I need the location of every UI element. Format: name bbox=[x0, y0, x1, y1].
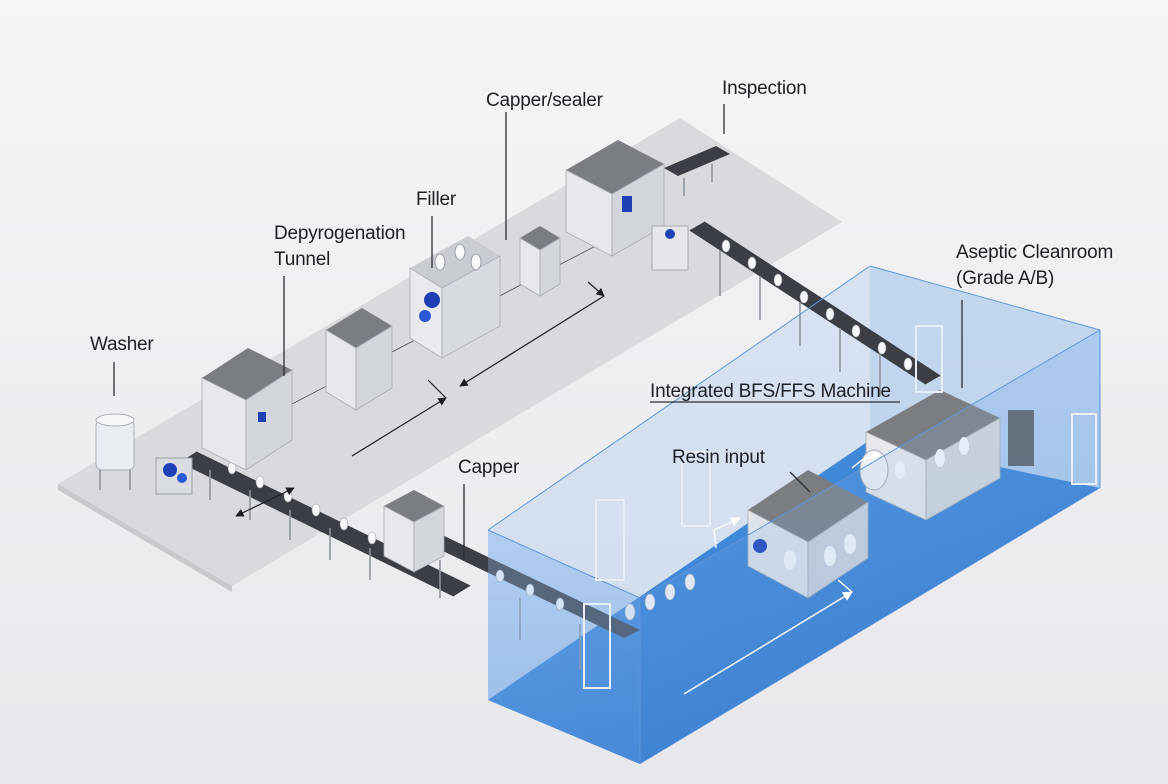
label-inspection: Inspection bbox=[722, 78, 807, 99]
label-capper: Capper bbox=[458, 457, 520, 478]
label-cleanroom-line2: (Grade A/B) bbox=[956, 268, 1054, 289]
capper-sealer-machine bbox=[519, 226, 561, 297]
flow-arrows bbox=[235, 281, 881, 695]
filler-machine bbox=[409, 236, 501, 359]
label-filler: Filler bbox=[416, 189, 457, 210]
inspection-cabinet bbox=[565, 140, 665, 257]
label-depyrogenation-line2: Tunnel bbox=[274, 249, 330, 270]
label-cleanroom-line1: Aseptic Cleanroom bbox=[956, 242, 1113, 263]
label-capper-sealer: Capper/sealer bbox=[486, 90, 604, 111]
leader-lines bbox=[113, 104, 963, 560]
washer-machine bbox=[95, 413, 193, 495]
label-integrated-bfs: Integrated BFS/FFS Machine bbox=[650, 381, 891, 402]
label-washer: Washer bbox=[90, 334, 154, 355]
label-resin-input: Resin input bbox=[672, 447, 766, 468]
intermediate-machine bbox=[325, 308, 393, 411]
capper-machine bbox=[383, 490, 445, 573]
label-depyrogenation-line1: Depyrogenation bbox=[274, 223, 405, 244]
inspection-station bbox=[651, 146, 730, 271]
cleanroom-front-walls bbox=[487, 265, 1101, 764]
depyrogenation-tunnel-machine bbox=[201, 348, 293, 471]
callout-labels: Washer Depyrogenation Tunnel Filler Capp… bbox=[90, 78, 1113, 478]
